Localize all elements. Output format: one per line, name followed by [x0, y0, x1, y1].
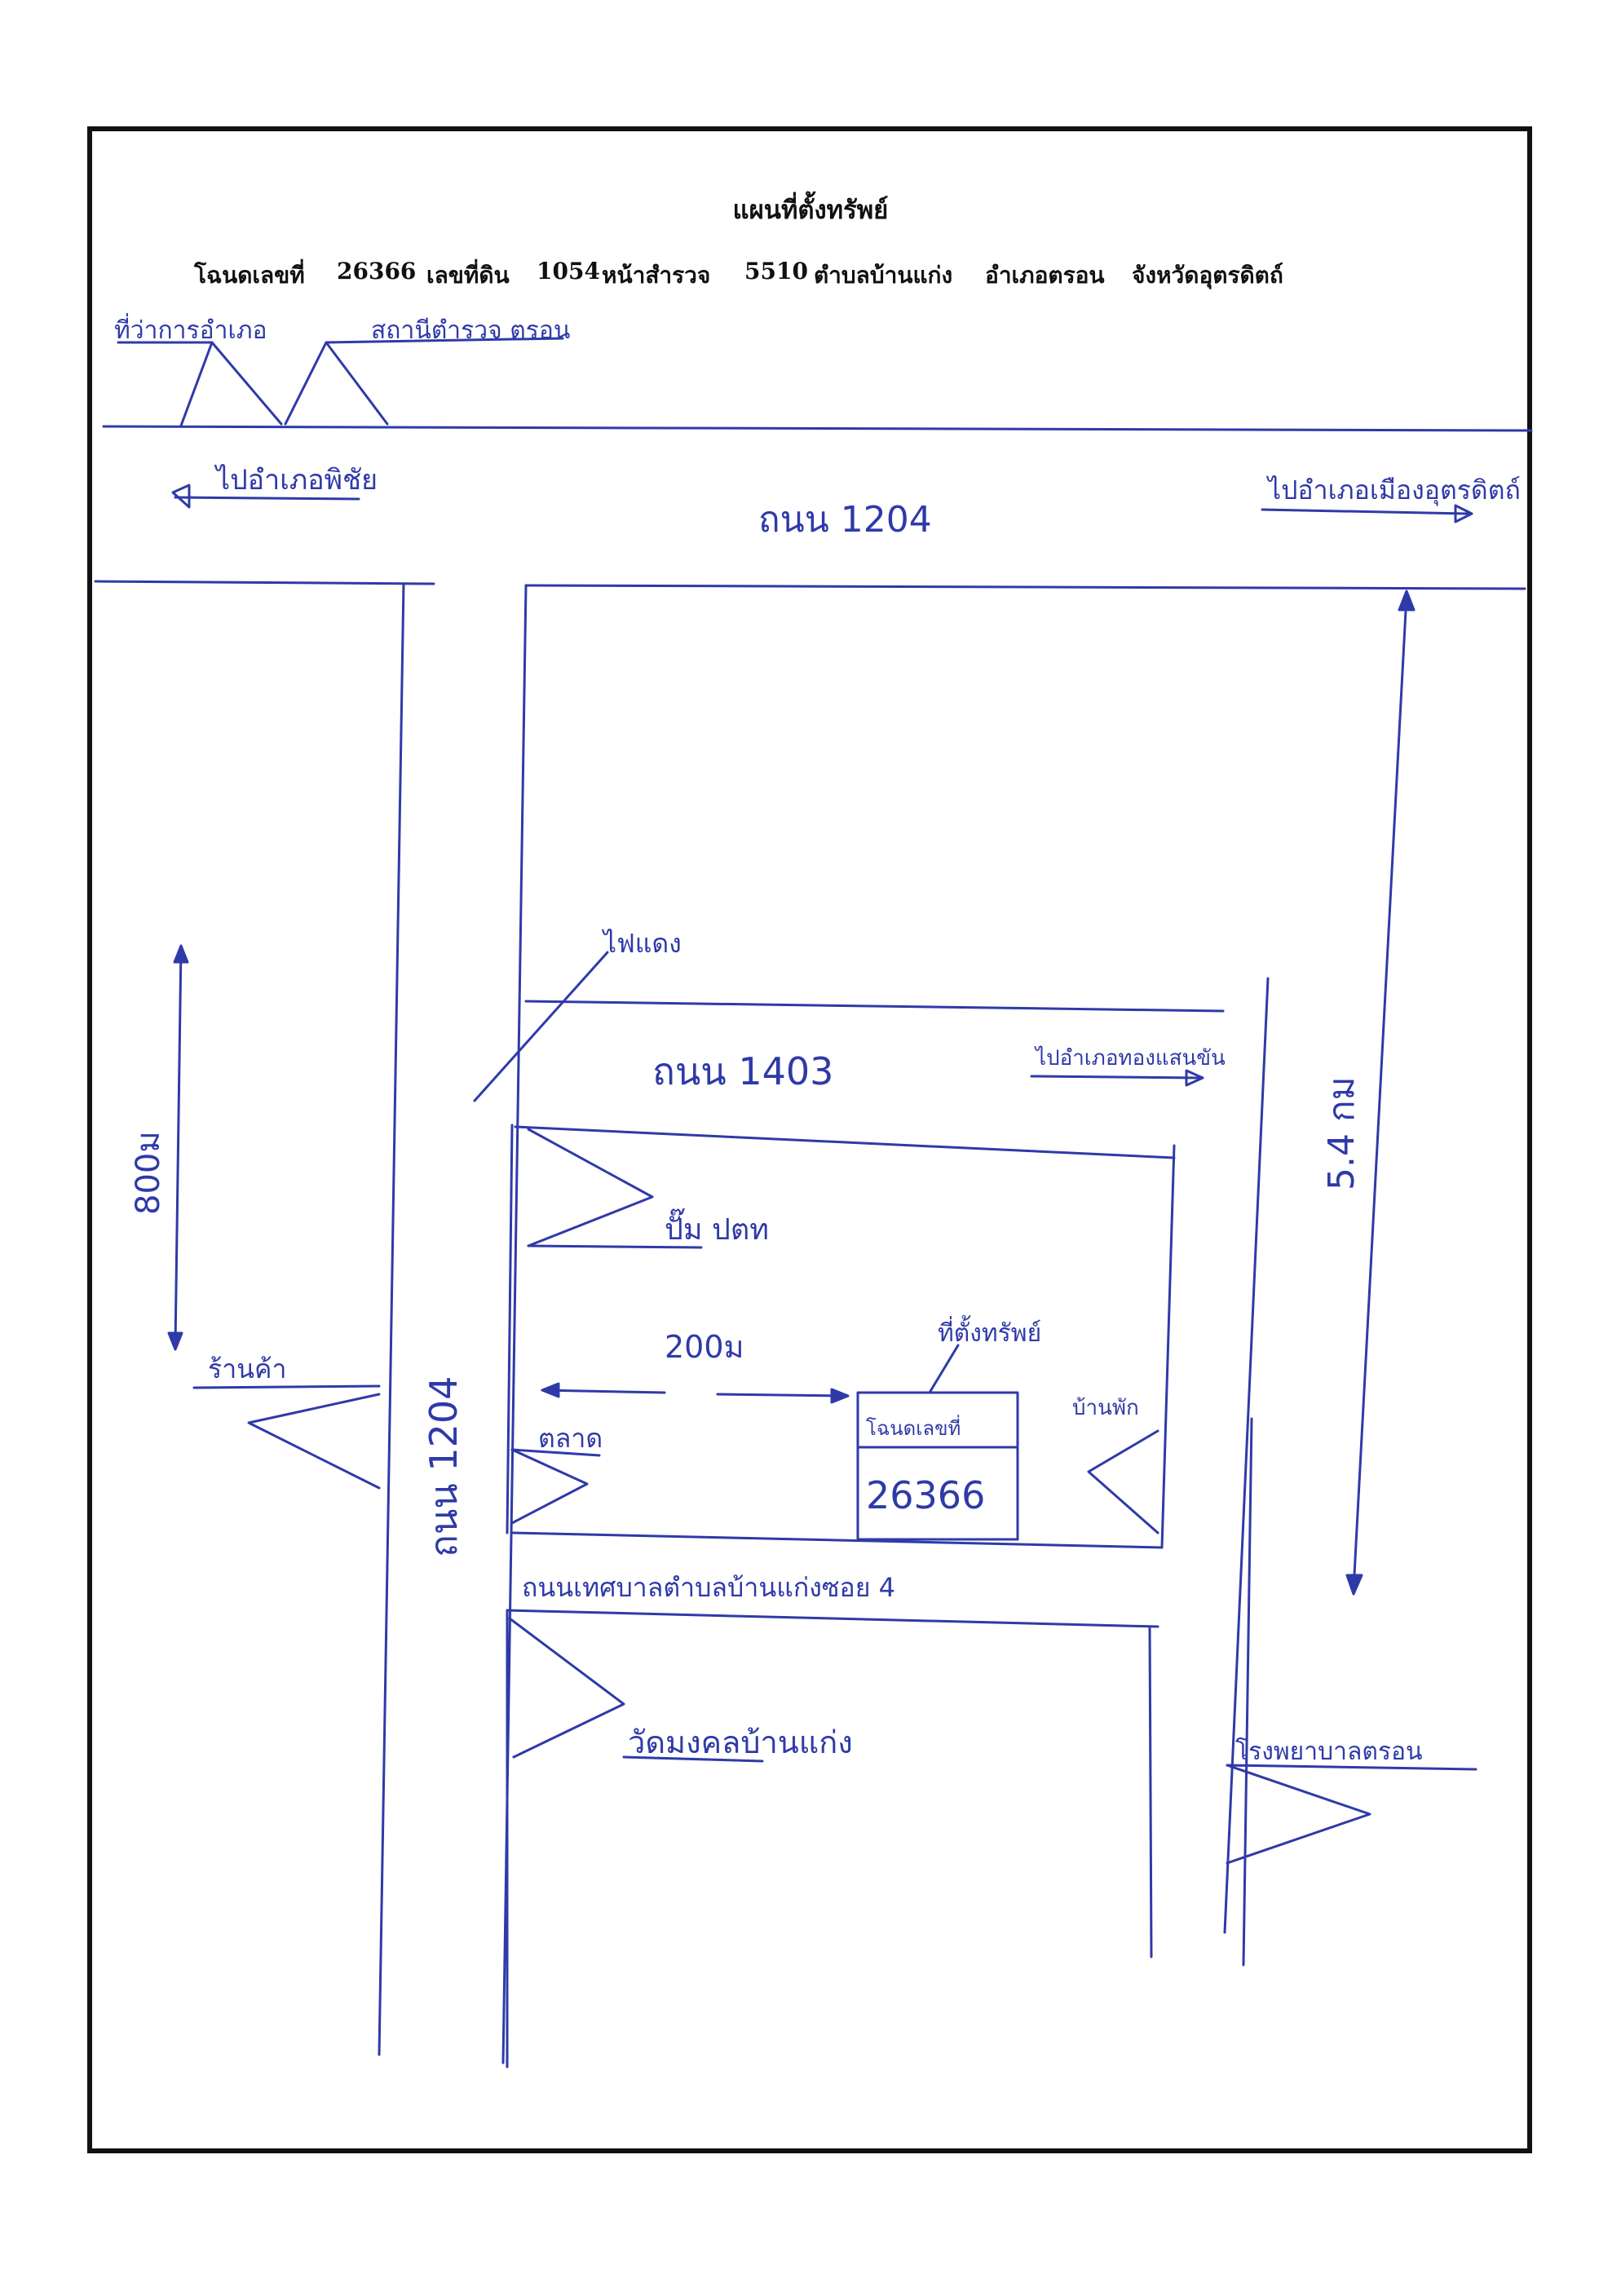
pump-label: ปั๊ม ปตท [665, 1208, 769, 1247]
district-office-label: ที่ว่าการอำเภอ [114, 313, 267, 345]
map-frame [87, 126, 1532, 2153]
road-1403-north-edge [524, 1000, 1225, 1013]
subject-parcel-box [856, 1391, 1019, 1541]
market-flag [510, 1448, 589, 1525]
block-east-edge [1160, 1144, 1176, 1549]
block-west-edge [506, 1124, 514, 1534]
direction-left-label: ไปอำเภอพิชัย [214, 464, 378, 497]
distance-arrow-200m-right [716, 1393, 846, 1397]
distance-arrow-5-4km [1352, 594, 1408, 1592]
direction-right-label: ไปอำเภอเมืองอุตรดิตถ์ [1265, 475, 1521, 506]
top-road-label: ถนน 1204 [758, 499, 932, 541]
police-station-label: สถานีตำรวจ ตรอน [371, 316, 570, 345]
subject-deed-label: โฉนดเลขที่ [866, 1415, 961, 1440]
province: จังหวัดอุตรดิตถ์ [1132, 262, 1283, 289]
deed-label: โฉนดเลขที่ [194, 262, 305, 289]
direction-arrow-middle [1030, 1075, 1200, 1080]
subject-label: ที่ตั้งทรัพย์ [938, 1315, 1041, 1348]
district-office-flag [117, 341, 283, 426]
distance-800m-label: 800ม [130, 1131, 167, 1215]
top-road-south-edge-right [524, 584, 1526, 590]
road-1403-south-edge [514, 1125, 1176, 1159]
deed-number: 26366 [337, 258, 417, 285]
right-road-east-edge [1242, 1417, 1253, 1967]
middle-road-label: ถนน 1403 [652, 1049, 833, 1093]
direction-middle-label: ไปอำเภอทองแสนขัน [1034, 1045, 1226, 1071]
shop-label: ร้านค้า [208, 1353, 286, 1384]
subject-pointer [928, 1344, 960, 1394]
right-road-west-edge [1223, 977, 1270, 1934]
distance-arrow-800m [174, 944, 183, 1347]
bottom-road-label: ถนนเทศบาลตำบลบ้านแก่งซอย 4 [522, 1572, 895, 1603]
district: อำเภอตรอน [985, 262, 1105, 289]
market-label: ตลาด [538, 1423, 603, 1454]
survey-label: หน้าสำรวจ [602, 262, 711, 289]
block-south-edge [510, 1531, 1164, 1549]
map-title: แผนที่ตั้งทรัพย์ [732, 196, 889, 225]
direction-arrow-right [1261, 508, 1469, 515]
direction-arrow-left [174, 496, 360, 501]
subject-deed-number: 26366 [866, 1473, 985, 1517]
survey-number: 5510 [744, 258, 808, 285]
bottom-road-north-edge [506, 1609, 1159, 1628]
hospital-flag [1226, 1764, 1371, 1865]
temple-label: วัดมงคลบ้านแก่ง [628, 1724, 853, 1760]
deed-info-line: โฉนดเลขที่ 26366 เลขที่ดิน 1054 หน้าสำรว… [194, 258, 1466, 290]
bottom-block-east-edge [1148, 1625, 1153, 1958]
left-road-west-edge [378, 582, 405, 2056]
traffic-light-pointer [473, 951, 609, 1102]
temple-flag [508, 1617, 625, 1759]
house-label: บ้านพัก [1072, 1396, 1139, 1420]
land-label: เลขที่ดิน [426, 262, 510, 289]
land-number: 1054 [537, 258, 600, 285]
pump-flag [527, 1128, 654, 1247]
shop-underline [192, 1384, 381, 1389]
subdistrict: ตำบลบ้านแก่ง [814, 262, 953, 289]
house-flag [1087, 1429, 1159, 1534]
distance-200m-label: 200ม [665, 1329, 744, 1365]
traffic-light-label: ไฟแดง [601, 928, 682, 959]
police-station-flag [325, 341, 389, 426]
shop-flag [247, 1393, 381, 1490]
top-road-north-edge [102, 425, 1533, 432]
distance-arrow-200m-left [541, 1389, 666, 1394]
left-road-label: ถนน 1204 [422, 1376, 466, 1557]
top-road-south-edge-left [94, 580, 435, 585]
hospital-label: โรงพยาบาลตรอน [1235, 1737, 1422, 1766]
distance-5-4km-label: 5.4 กม [1321, 1076, 1363, 1190]
